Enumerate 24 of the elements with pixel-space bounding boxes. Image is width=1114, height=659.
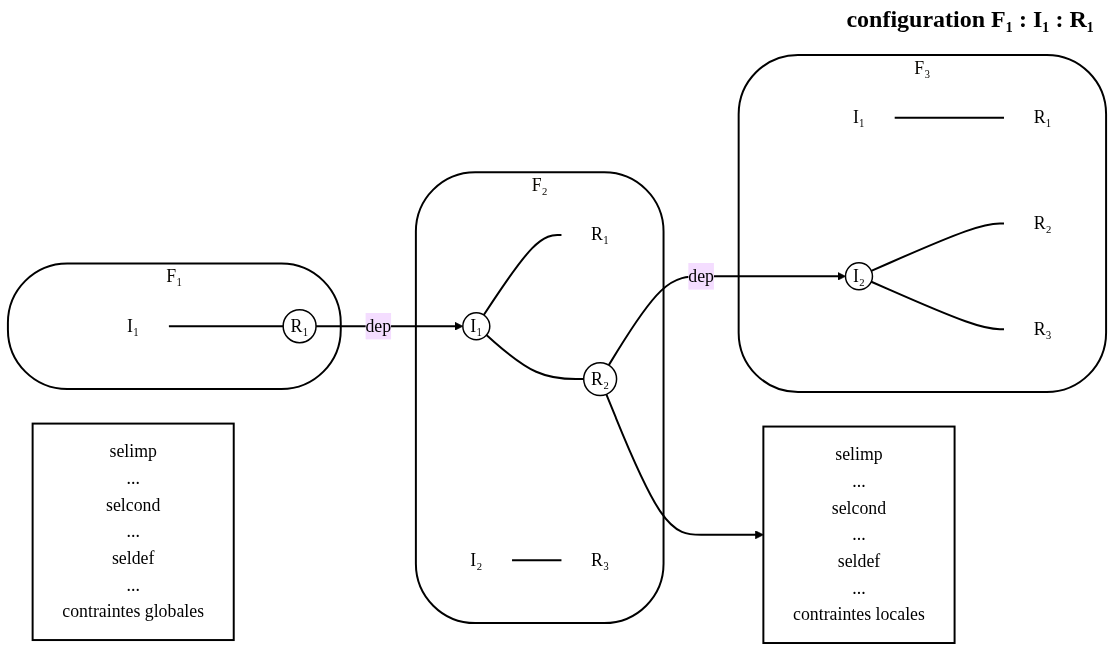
heading: configuration F₁ : I₁ : R₁ (846, 6, 1094, 33)
connector (870, 222, 1005, 272)
arrow (605, 393, 764, 540)
node-box: selimp ... selcond ... seldef ... contraintes globales (31, 422, 235, 642)
node-box: selimp ... selcond ... seldef ... contraintes locales (762, 425, 956, 645)
edge-label: dep (365, 315, 392, 336)
node-text: I₂ (470, 549, 483, 570)
edge-label: dep (688, 265, 714, 286)
node-text: I₁ (127, 315, 140, 336)
node-text: R₁ (1033, 107, 1052, 128)
connector (511, 559, 563, 562)
node-text: R₂ (1033, 213, 1052, 233)
node-circle: I₂ (844, 262, 874, 291)
connector (893, 116, 1005, 119)
node-text: R₁ (591, 224, 610, 245)
node-text: R₃ (591, 549, 610, 570)
connector (870, 280, 1005, 331)
node-text: I₁ (852, 107, 866, 128)
arrow (607, 272, 846, 367)
connector (482, 234, 563, 316)
node-circle: R₁ (282, 309, 317, 344)
node-circle: R₂ (582, 361, 618, 397)
node-text: R₃ (1033, 318, 1052, 339)
node-circle: I₁ (462, 312, 491, 341)
